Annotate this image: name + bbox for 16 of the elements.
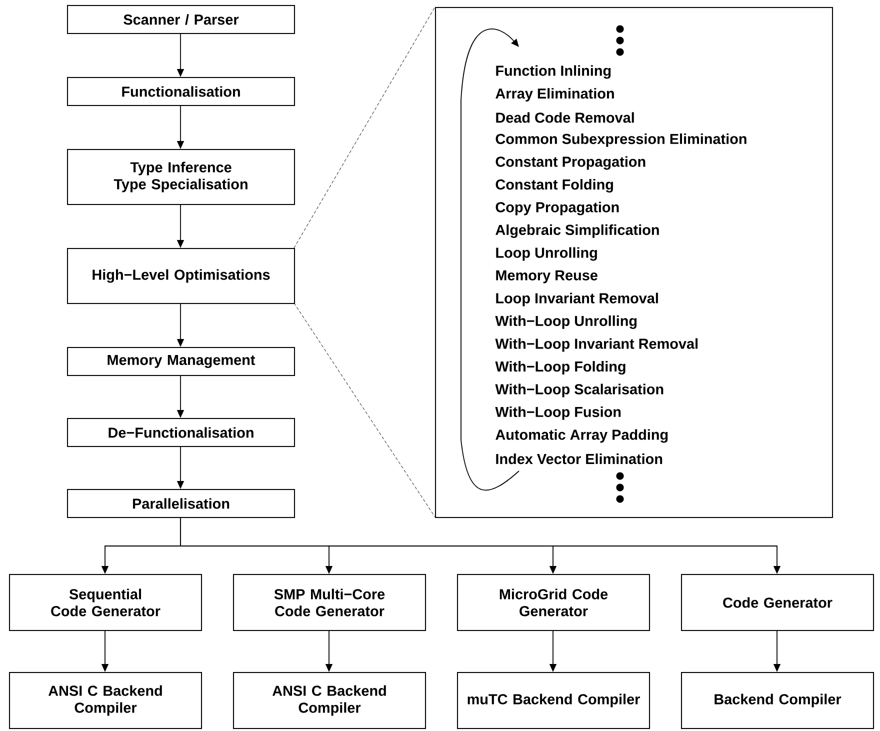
process-box: Functionalisation	[67, 77, 295, 106]
process-box: Backend Compiler	[681, 672, 874, 729]
process-box: ANSI C Backend Compiler	[233, 672, 426, 729]
process-box: Memory Management	[67, 347, 295, 376]
process-box: Sequential Code Generator	[9, 574, 202, 631]
process-box: De−Functionalisation	[67, 418, 295, 447]
process-box: High−Level Optimisations	[67, 248, 295, 304]
process-box: SMP Multi−Core Code Generator	[233, 574, 426, 631]
process-box: muTC Backend Compiler	[457, 672, 650, 729]
process-box: MicroGrid Code Generator	[457, 574, 650, 631]
optimisation-panel: Function Inlining Array Elimination Dead Code Removal Common Subexpression Elimination Constant Propagation Constant Folding Copy Propagation Algebraic Simplification Loop Unrolling Memory Reuse Loop Invariant Removal With−Loop Unrolling With−Loop Invariant Removal With−Loop Folding With−Loop Scalarisation With−Loop Fusion Automatic Array Padding Index Vector Elimination	[435, 7, 833, 518]
process-box: Code Generator	[681, 574, 874, 631]
process-box: Scanner / Parser	[67, 5, 295, 34]
process-box: Type Inference Type Specialisation	[67, 149, 295, 205]
process-box: ANSI C Backend Compiler	[9, 672, 202, 729]
process-box: Parallelisation	[67, 489, 295, 518]
